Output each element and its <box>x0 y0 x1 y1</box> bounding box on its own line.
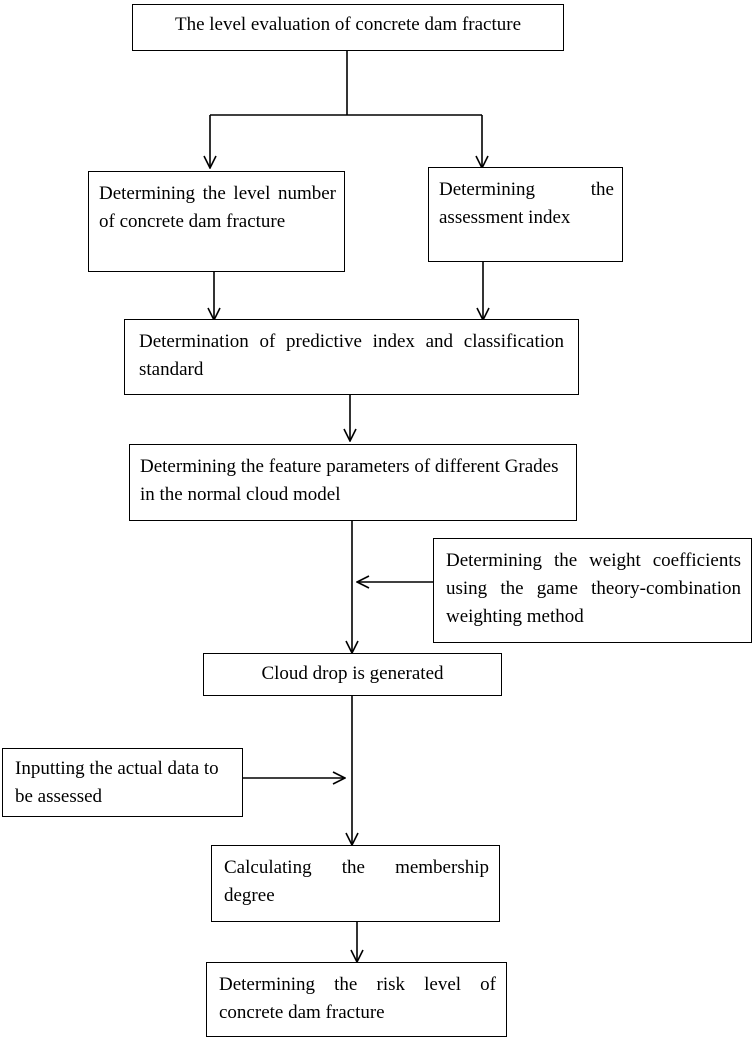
node-assessment-index: Determining the assessment index <box>428 167 623 262</box>
node-level-evaluation: The level evaluation of concrete dam fra… <box>132 4 564 51</box>
node-label: Determining the feature parameters of di… <box>140 456 559 505</box>
node-input-data: Inputting the actual data to be assessed <box>2 748 243 817</box>
node-membership-degree: Calculating the membership degree <box>211 845 500 922</box>
node-label: Calculating the membership degree <box>224 857 489 906</box>
node-label: Determining the assessment index <box>439 179 614 228</box>
node-label: Determination of predictive index and cl… <box>139 331 564 380</box>
node-label: Determining the level number of concrete… <box>99 183 336 232</box>
node-label: Determining the weight coefficients usin… <box>446 550 741 627</box>
node-label: Cloud drop is generated <box>261 663 444 684</box>
node-feature-parameters: Determining the feature parameters of di… <box>129 444 577 521</box>
node-predictive-index: Determination of predictive index and cl… <box>124 319 579 395</box>
node-risk-level: Determining the risk level of concrete d… <box>206 962 507 1037</box>
node-label: The level evaluation of concrete dam fra… <box>174 14 522 35</box>
node-label: Determining the risk level of concrete d… <box>219 974 496 1023</box>
node-weight-coefficients: Determining the weight coefficients usin… <box>433 538 752 643</box>
node-level-number: Determining the level number of concrete… <box>88 171 345 272</box>
node-cloud-drop: Cloud drop is generated <box>203 653 502 696</box>
node-label: Inputting the actual data to be assessed <box>15 758 219 807</box>
